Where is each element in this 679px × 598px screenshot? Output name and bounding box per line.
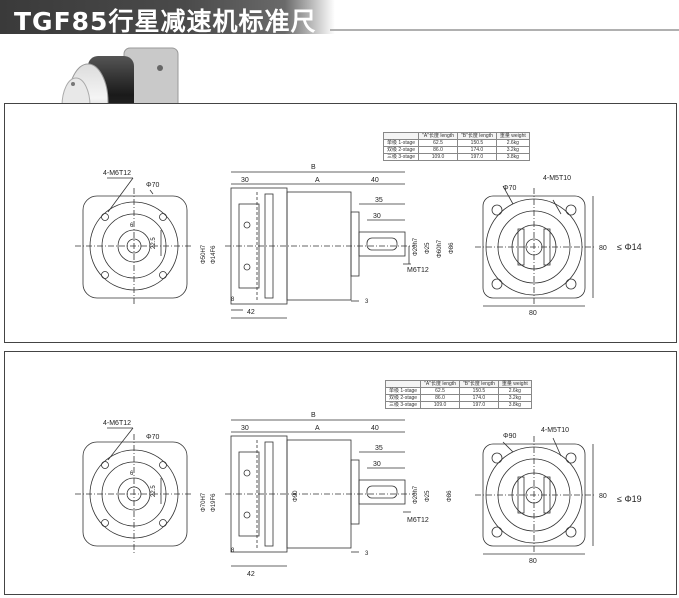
input-shaft-dia-label: Φ19F6 <box>211 493 217 512</box>
right-bolt-label: 4-M5T10 <box>541 427 569 434</box>
dia-90-label: Φ90 <box>293 490 299 502</box>
left-key-label: 6 <box>130 223 134 229</box>
right-circle-label: Φ90 <box>503 433 516 440</box>
input-shaft-dia-label: Φ14F6 <box>211 245 217 264</box>
drawing-panel-1: "A"长度 length "B"长度 length 重量 weight 单级 1… <box>4 103 677 343</box>
technical-drawing-1: 4-M6T12 Φ70 6 22.5 B A 30 40 35 30 Φ50H7… <box>75 164 642 319</box>
page-title: TGF85行星减速机标准尺寸 <box>14 7 317 72</box>
header-divider <box>330 29 679 31</box>
right-bolt-label: 4-M5T10 <box>543 175 571 182</box>
dim-8-label: 8 <box>231 548 235 554</box>
dia-86-label: Φ86 <box>447 490 453 502</box>
left-bolt-label: 4-M6T12 <box>103 420 131 427</box>
pilot-dia-label: Φ50H7 <box>201 244 207 264</box>
dim-35-label: 35 <box>375 445 383 452</box>
dim-A-label: A <box>315 425 320 432</box>
dim-B-label: B <box>311 164 316 171</box>
dim-40-label: 40 <box>371 425 379 432</box>
shaft-dia-label: Φ20h7 <box>413 485 419 504</box>
spec-table-2: "A"长度 length "B"长度 length 重量 weight 单级 1… <box>384 380 532 409</box>
page-header: TGF85行星减速机标准尺寸 <box>0 0 679 72</box>
right-height-label: 80 <box>599 245 607 252</box>
dia-86-label: Φ86 <box>449 242 455 254</box>
dim-3-label: 3 <box>365 299 369 305</box>
left-circle-label: Φ70 <box>146 434 159 441</box>
left-height-label: 22.5 <box>151 237 157 249</box>
right-height-label: 80 <box>599 493 607 500</box>
dim-B-label: B <box>311 412 316 419</box>
input-bore-note: ≤ Φ14 <box>617 242 642 252</box>
dim-30-label: 30 <box>241 177 249 184</box>
pilot-dia-label: Φ70H7 <box>201 492 207 512</box>
technical-drawing-2: 4-M6T12 Φ70 6 22.5 B A 30 40 35 30 Φ70H7… <box>75 412 642 578</box>
right-circle-label: Φ70 <box>503 185 516 192</box>
dim-A-label: A <box>315 177 320 184</box>
left-height-label: 22.5 <box>151 485 157 497</box>
dim-30-label: 30 <box>241 425 249 432</box>
dim-8-label: 8 <box>231 297 235 303</box>
left-circle-label: Φ70 <box>146 182 159 189</box>
dim-30b-label: 30 <box>373 213 381 220</box>
dia-25-label: Φ25 <box>425 242 431 254</box>
spec-table-1: "A"长度 length "B"长度 length 重量 weight 单级 1… <box>382 132 530 161</box>
input-bore-note: ≤ Φ19 <box>617 494 642 504</box>
right-width-label: 80 <box>529 310 537 317</box>
drawing-panel-2: "A"长度 length "B"长度 length 重量 weight 单级 1… <box>4 351 677 595</box>
left-bolt-label: 4-M6T12 <box>103 170 131 177</box>
header-bar: TGF85行星减速机标准尺寸 <box>0 0 335 72</box>
dim-35-label: 35 <box>375 197 383 204</box>
dim-42-label: 42 <box>247 571 255 578</box>
shaft-bolt-label: M6T12 <box>407 517 429 524</box>
shaft-dia-label: Φ20h7 <box>413 237 419 256</box>
table-header-row: "A"长度 length "B"长度 length 重量 weight <box>384 380 532 388</box>
dim-42-label: 42 <box>247 309 255 316</box>
dim-30b-label: 30 <box>373 461 381 468</box>
dia-60-label: Φ60h7 <box>437 239 443 258</box>
left-key-label: 6 <box>130 471 134 477</box>
shaft-bolt-label: M6T12 <box>407 267 429 274</box>
right-width-label: 80 <box>529 558 537 565</box>
dia-25-label: Φ25 <box>425 490 431 502</box>
dim-3-label: 3 <box>365 551 369 557</box>
dim-40-label: 40 <box>371 177 379 184</box>
